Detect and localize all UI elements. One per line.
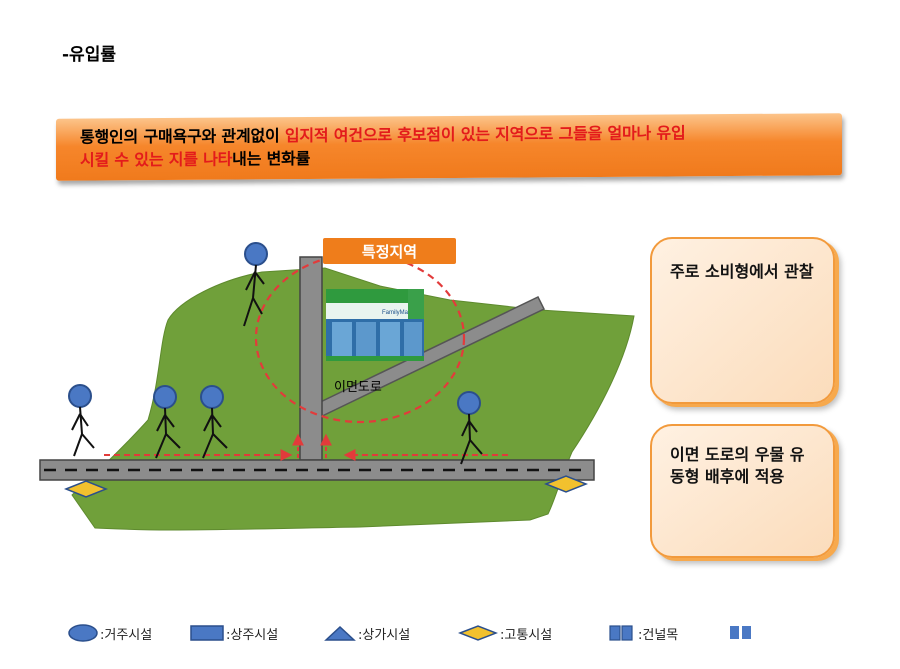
- legend-crosswalk-label: :건널목: [638, 627, 679, 643]
- transport-marker-right: [543, 475, 589, 493]
- extra-bars-icon: [730, 626, 751, 639]
- note-side-road: 이면 도로의 우물 유동형 배후에 적용: [650, 424, 835, 558]
- legend-crosswalk: :건널목: [608, 618, 678, 648]
- legend-transport-label: :고통시설: [500, 627, 553, 643]
- legend-transport: :고통시설: [458, 618, 552, 648]
- special-area-circle: [254, 252, 466, 424]
- note-consumption: 주로 소비형에서 관찰: [650, 237, 835, 404]
- mixed-rect-icon: [190, 625, 224, 641]
- legend-residential-label: :거주시설: [100, 627, 153, 643]
- legend-residential: :거주시설: [68, 618, 152, 648]
- residential-ellipse-icon: [68, 624, 98, 642]
- transport-diamond-icon: [458, 625, 498, 641]
- person-top: [243, 242, 268, 327]
- store-image: FamilyMart: [326, 289, 424, 361]
- commercial-triangle-icon: [324, 625, 356, 641]
- person-3: [200, 385, 228, 459]
- side-road-label: 이면도로: [334, 380, 382, 395]
- legend-mixed: :상주시설: [190, 618, 278, 648]
- person-1: [68, 384, 95, 457]
- store-sign: FamilyMart: [382, 310, 412, 316]
- person-4: [457, 391, 483, 465]
- person-2: [153, 385, 181, 459]
- legend-commercial: :상가시설: [324, 618, 410, 648]
- legend-extra-symbol: [728, 618, 756, 648]
- legend-mixed-label: :상주시설: [226, 627, 279, 643]
- vertical-road: [299, 256, 323, 461]
- legend: :거주시설 :상주시설 :상가시설 :고통시설 :건널목: [64, 618, 884, 648]
- transport-marker-left: [63, 480, 109, 498]
- legend-commercial-label: :상가시설: [358, 627, 411, 643]
- special-area-label: 특정지역: [323, 238, 456, 264]
- page-title: -유입률: [62, 45, 116, 65]
- crosswalk-icon: [609, 625, 633, 641]
